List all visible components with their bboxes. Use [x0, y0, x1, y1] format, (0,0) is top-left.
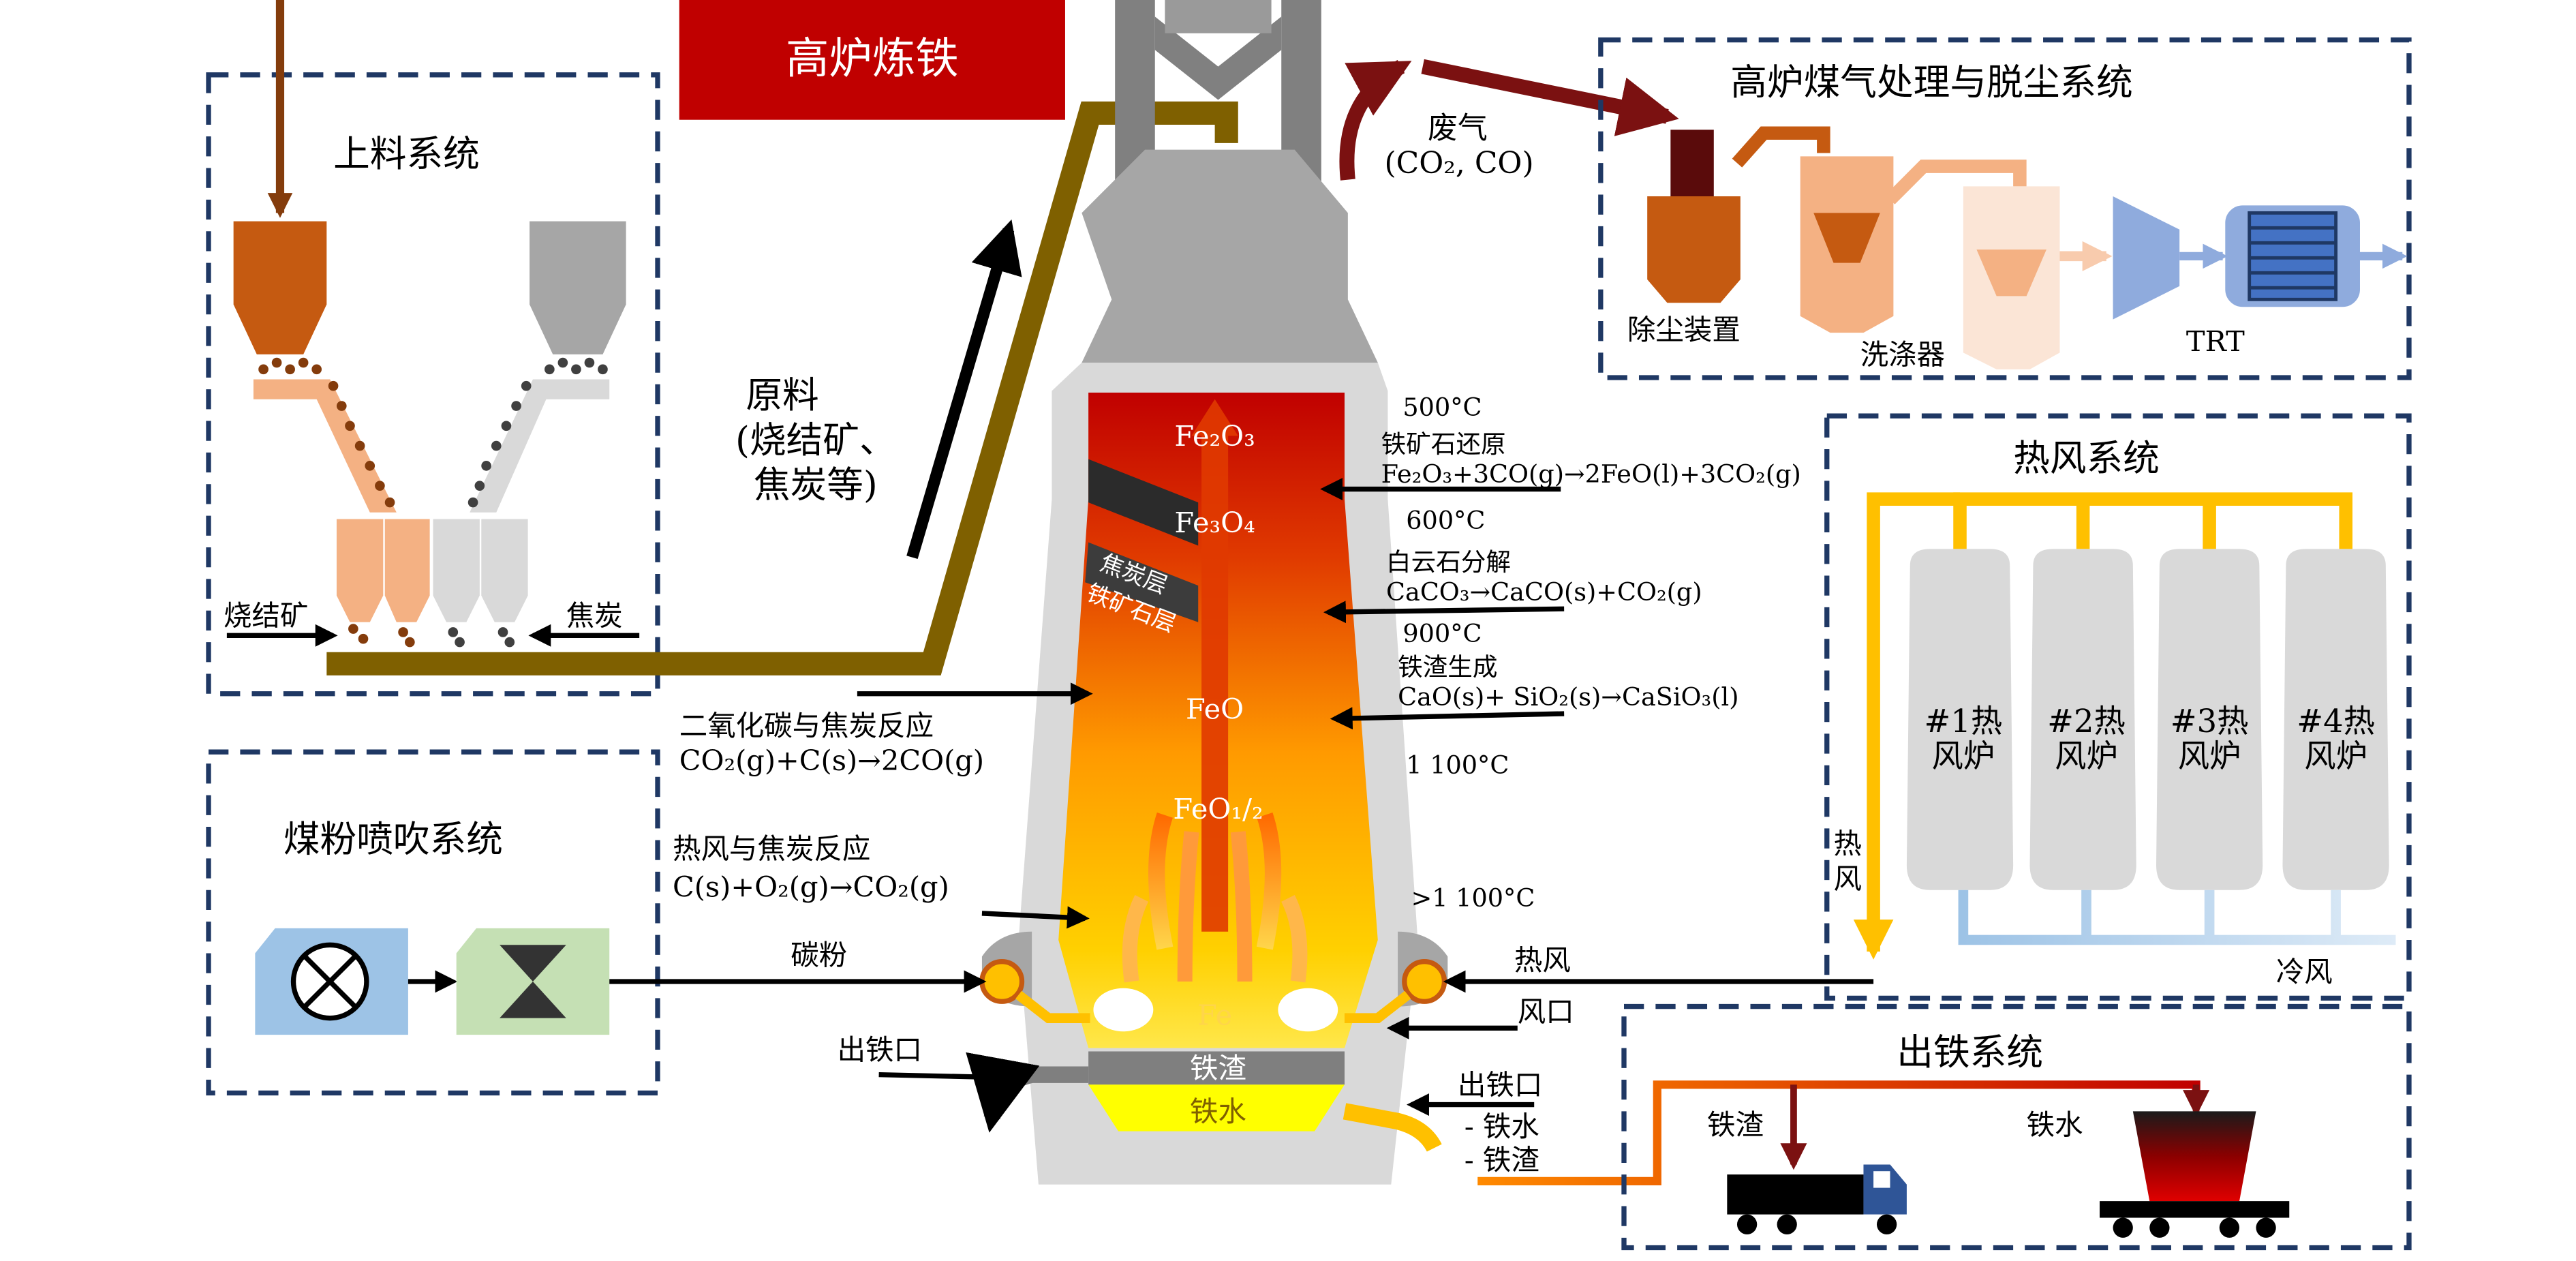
svg-text:(烧结矿、: (烧结矿、 [735, 419, 896, 461]
tapping-system: 出铁系统 铁渣 铁水 [1621, 1003, 2412, 1251]
gas-treatment-system: 废气 (CO₂, CO) 高炉煤气处理与脱尘系统 除尘装置 洗涤器 TRT [1339, 37, 2412, 380]
svg-text:焦炭等): 焦炭等) [754, 464, 878, 506]
svg-text:Fe₂O₃+3CO(g)→2FeO(l)+3CO₂(g): Fe₂O₃+3CO(g)→2FeO(l)+3CO₂(g) [1381, 459, 1801, 489]
feed-system: 上料系统 烧结矿 焦炭 [206, 0, 660, 697]
stove-2-label: #2热 [2047, 703, 2126, 740]
stove-4-label-2: 风炉 [2304, 738, 2367, 774]
svg-text:热风与焦炭反应: 热风与焦炭反应 [673, 832, 870, 865]
gas-system-label: 高炉煤气处理与脱尘系统 [1730, 61, 2133, 104]
feo-half-label: FeO₁/₂ [1173, 792, 1263, 825]
raw-material-label: 原料 (烧结矿、 焦炭等) [735, 374, 896, 506]
iron-outlet [1343, 1103, 1442, 1153]
left-tuyere [979, 931, 1090, 1023]
hot-air-system-label: 热风系统 [2013, 437, 2160, 480]
coal-system-frame [206, 749, 660, 1096]
stove-3-label: #3热 [2171, 703, 2249, 740]
slag-truck [1727, 1164, 1907, 1234]
fe2o3-label: Fe₂O₃ [1174, 419, 1255, 453]
tapping-system-label: 出铁系统 [1897, 1031, 2043, 1074]
coal-injection-system: 煤粉喷吹系统 碳粉 [206, 749, 987, 1096]
svg-text:CaO(s)+ SiO₂(s)→CaSiO₃(l): CaO(s)+ SiO₂(s)→CaSiO₃(l) [1398, 682, 1738, 712]
right-taphole-label: 出铁口 [1458, 1068, 1542, 1102]
slag-layer [1088, 1051, 1345, 1085]
stove-2-label-2: 风炉 [2055, 738, 2118, 774]
svg-text:C(s)+O₂(g)→CO₂(g): C(s)+O₂(g)→CO₂(g) [673, 870, 949, 904]
feed-conveyor [326, 101, 1238, 675]
scrubber-label: 洗涤器 [1860, 337, 1945, 371]
coke-bin [530, 221, 626, 354]
furnace-hot-air-label: 热风 [1514, 943, 1571, 977]
svg-text:CaCO₃→CaCO(s)+CO₂(g): CaCO₃→CaCO(s)+CO₂(g) [1386, 577, 1702, 607]
svg-text:600°C: 600°C [1406, 506, 1485, 535]
svg-text:>1 100°C: >1 100°C [1411, 883, 1535, 913]
feo-label: FeO [1186, 692, 1244, 725]
left-taphole-label: 出铁口 [838, 1033, 922, 1067]
molten-iron-label: 铁水 [1190, 1095, 1246, 1128]
mixing-bins [336, 519, 528, 622]
svg-text:原料: 原料 [746, 374, 818, 416]
outlet-slag-label: - 铁渣 [1465, 1143, 1539, 1176]
right-reactions: 500°C 铁矿石还原 Fe₂O₃+3CO(g)→2FeO(l)+3CO₂(g)… [1320, 393, 1801, 913]
slag-destination-label: 铁渣 [1707, 1108, 1764, 1142]
fe3o4-label: Fe₃O₄ [1174, 506, 1255, 539]
svg-text:500°C: 500°C [1402, 393, 1482, 422]
hot-air-system: 热风系统 热 风 #1热 风炉 #2热 风炉 #3热 风炉 #4热 风炉 冷风 [1824, 413, 2412, 1001]
iron-ladle [2100, 1111, 2290, 1238]
cold-air-label: 冷风 [2276, 955, 2333, 988]
title-box [679, 0, 1065, 120]
svg-text:白云石分解: 白云石分解 [1386, 547, 1511, 577]
svg-text:铁矿石还原: 铁矿石还原 [1381, 429, 1506, 459]
hot-air-vertical-label-2: 风 [1834, 862, 1862, 895]
coke-label: 焦炭 [566, 599, 623, 633]
svg-text:900°C: 900°C [1402, 619, 1482, 648]
coke-chute [470, 379, 610, 513]
hot-air-vertical-label-1: 热 [1834, 827, 1862, 860]
tuyere-label: 风口 [1518, 995, 1574, 1029]
ore-bin [233, 221, 327, 354]
svg-text:二氧化碳与焦炭反应: 二氧化碳与焦炭反应 [679, 709, 934, 742]
coal-powder-label: 碳粉 [791, 939, 847, 972]
stove-1-label-2: 风炉 [1932, 738, 1995, 774]
fe-label: Fe [1197, 998, 1232, 1031]
svg-text:铁渣生成: 铁渣生成 [1398, 652, 1497, 682]
ore-particles [258, 357, 415, 648]
hot-stoves [1906, 549, 2389, 890]
page-title: 高炉炼铁 [786, 33, 959, 83]
slag-label: 铁渣 [1190, 1052, 1246, 1085]
stove-3-label-2: 风炉 [2178, 738, 2241, 774]
feed-system-label: 上料系统 [333, 132, 480, 175]
stove-4-label: #4热 [2297, 703, 2375, 740]
sinter-label: 烧结矿 [224, 599, 308, 633]
outlet-iron-label: - 铁水 [1465, 1110, 1539, 1143]
blast-furnace: 焦炭层 铁矿石层 Fe₂O₃ Fe₃O₄ FeO FeO₁/₂ Fe 铁渣 铁水 [966, 0, 1448, 1185]
left-reactions: 二氧化碳与焦炭反应 CO₂(g)+C(s)→2CO(g) 热风与焦炭反应 C(s… [673, 682, 1093, 929]
coal-system-label: 煤粉喷吹系统 [283, 818, 503, 861]
molten-iron-layer [1088, 1084, 1345, 1131]
stove-1-label: #1热 [1925, 703, 2003, 740]
waste-gas-label: 废气 [1428, 111, 1488, 146]
coke-particles [448, 357, 608, 648]
hot-air-frame [1824, 413, 2412, 1001]
svg-text:CO₂(g)+C(s)→2CO(g): CO₂(g)+C(s)→2CO(g) [679, 744, 984, 777]
trt-label: TRT [2186, 324, 2245, 358]
raw-material-arrow [906, 219, 1022, 560]
dust-remover-label: 除尘装置 [1627, 313, 1741, 346]
waste-gas-formula: (CO₂, CO) [1385, 146, 1534, 181]
ore-chute [253, 379, 397, 513]
tapping-frame [1621, 1003, 2412, 1251]
iron-destination-label: 铁水 [2027, 1108, 2083, 1142]
svg-text:1 100°C: 1 100°C [1406, 750, 1509, 780]
gas-system-frame [1598, 37, 2412, 380]
